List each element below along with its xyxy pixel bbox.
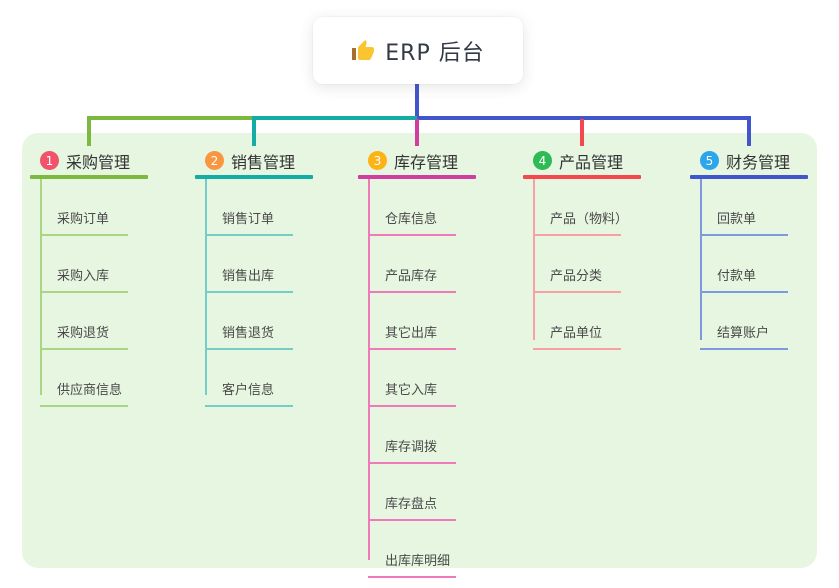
child-node[interactable]: 其它出库 — [368, 293, 456, 350]
child-node[interactable]: 采购入库 — [40, 236, 128, 293]
root-title: ERP 后台 — [385, 40, 485, 66]
child-node-label: 销售出库 — [222, 269, 275, 284]
child-node-label: 供应商信息 — [57, 383, 123, 398]
branch-underline — [30, 175, 148, 179]
connector-horizontal-blue — [417, 116, 751, 120]
child-node-label: 结算账户 — [717, 326, 770, 341]
child-node-label: 仓库信息 — [385, 212, 438, 227]
child-node[interactable]: 其它入库 — [368, 350, 456, 407]
children-spine-line — [40, 179, 42, 395]
branch-children: 回款单付款单结算账户 — [700, 179, 788, 350]
branch-title: 采购管理 — [66, 152, 131, 172]
child-node-label: 产品库存 — [385, 269, 438, 284]
child-node[interactable]: 出库库明细 — [368, 521, 456, 578]
branch-title: 库存管理 — [394, 152, 459, 172]
branch-number-badge: 4 — [533, 151, 552, 170]
child-node-label: 出库库明细 — [385, 554, 451, 569]
child-node[interactable]: 回款单 — [700, 179, 788, 236]
branches-panel — [22, 133, 817, 568]
branch-title: 财务管理 — [726, 152, 791, 172]
connector-drop-1 — [87, 119, 91, 146]
connector-drop-3 — [415, 119, 419, 146]
branch-number-badge: 3 — [368, 151, 387, 170]
children-spine-line — [368, 179, 370, 560]
child-node[interactable]: 销售出库 — [205, 236, 293, 293]
root-connector-line — [415, 84, 419, 116]
branch-header-5[interactable]: 5 财务管理 — [690, 146, 808, 175]
child-node-label: 采购入库 — [57, 269, 110, 284]
branch-title: 销售管理 — [231, 152, 296, 172]
child-node-label: 采购订单 — [57, 212, 110, 227]
branch-4: 4 产品管理产品（物料） 产品分类产品单位 — [523, 146, 641, 350]
branch-header-1[interactable]: 1 采购管理 — [30, 146, 148, 175]
child-node-label: 产品（物料） — [550, 212, 629, 227]
branch-underline — [358, 175, 476, 179]
child-node[interactable]: 产品（物料） — [533, 179, 628, 236]
child-node[interactable]: 客户信息 — [205, 350, 293, 407]
branch-1: 1 采购管理采购订单采购入库采购退货供应商信息 — [30, 146, 148, 407]
child-node[interactable]: 供应商信息 — [40, 350, 128, 407]
child-node-label: 产品单位 — [550, 326, 603, 341]
connector-drop-5 — [747, 119, 751, 146]
child-node-label: 其它出库 — [385, 326, 438, 341]
branch-number-badge: 1 — [40, 151, 59, 170]
child-node[interactable]: 库存盘点 — [368, 464, 456, 521]
branch-children: 采购订单采购入库采购退货供应商信息 — [40, 179, 128, 407]
child-node[interactable]: 采购退货 — [40, 293, 128, 350]
branch-header-2[interactable]: 2 销售管理 — [195, 146, 313, 175]
child-node-label: 付款单 — [717, 269, 757, 284]
child-node-label: 销售退货 — [222, 326, 275, 341]
connector-drop-2 — [252, 119, 256, 146]
child-node-label: 客户信息 — [222, 383, 275, 398]
child-node[interactable]: 销售订单 — [205, 179, 293, 236]
branch-header-3[interactable]: 3 库存管理 — [358, 146, 476, 175]
connector-drop-4 — [580, 119, 584, 146]
branch-children: 产品（物料） 产品分类产品单位 — [533, 179, 628, 350]
children-spine-line — [533, 179, 535, 340]
branch-number-badge: 5 — [700, 151, 719, 170]
connector-horizontal-green — [87, 116, 254, 120]
child-node-label: 回款单 — [717, 212, 757, 227]
branch-underline — [523, 175, 641, 179]
branch-children: 销售订单销售出库销售退货客户信息 — [205, 179, 293, 407]
child-node-label: 采购退货 — [57, 326, 110, 341]
children-spine-line — [205, 179, 207, 395]
branch-children: 仓库信息产品库存其它出库其它入库库存调拨库存盘点出库库明细 — [368, 179, 456, 578]
branch-2: 2 销售管理销售订单销售出库销售退货客户信息 — [195, 146, 313, 407]
child-node[interactable]: 库存调拨 — [368, 407, 456, 464]
branch-3: 3 库存管理仓库信息产品库存其它出库其它入库库存调拨库存盘点出库库明细 — [358, 146, 476, 578]
child-node[interactable]: 产品分类 — [533, 236, 621, 293]
branch-5: 5 财务管理回款单付款单结算账户 — [690, 146, 808, 350]
child-node[interactable]: 销售退货 — [205, 293, 293, 350]
branch-number-badge: 2 — [205, 151, 224, 170]
child-node[interactable]: 产品单位 — [533, 293, 621, 350]
child-node-label: 库存盘点 — [385, 497, 438, 512]
child-node[interactable]: 产品库存 — [368, 236, 456, 293]
root-node[interactable]: ERP 后台 — [313, 17, 523, 84]
children-spine-line — [700, 179, 702, 340]
branch-header-4[interactable]: 4 产品管理 — [523, 146, 641, 175]
child-node[interactable]: 结算账户 — [700, 293, 788, 350]
branch-title: 产品管理 — [559, 152, 624, 172]
child-node-label: 销售订单 — [222, 212, 275, 227]
child-node[interactable]: 仓库信息 — [368, 179, 456, 236]
branch-underline — [690, 175, 808, 179]
child-node[interactable]: 采购订单 — [40, 179, 128, 236]
child-node-label: 其它入库 — [385, 383, 438, 398]
thumbs-up-icon — [351, 39, 375, 63]
branch-underline — [195, 175, 313, 179]
child-node-label: 库存调拨 — [385, 440, 438, 455]
child-node-label: 产品分类 — [550, 269, 603, 284]
connector-horizontal-teal — [252, 116, 419, 120]
child-node[interactable]: 付款单 — [700, 236, 788, 293]
